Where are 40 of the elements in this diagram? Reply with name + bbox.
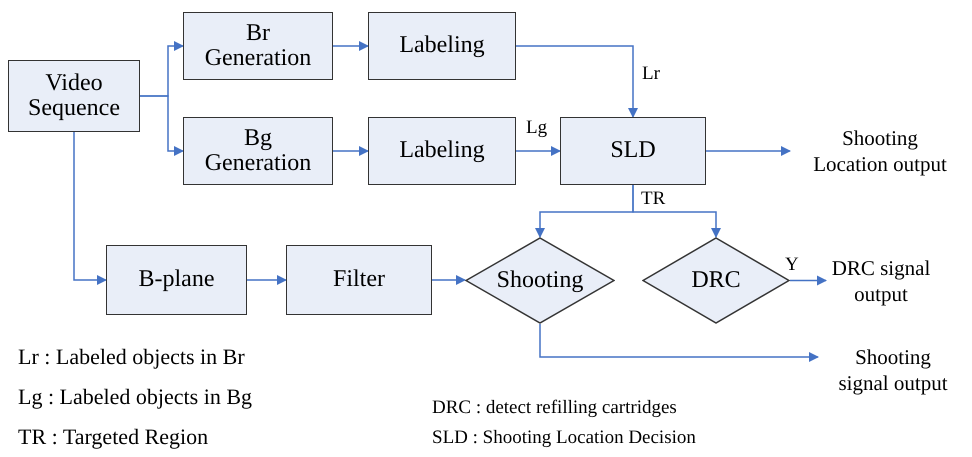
arrow	[140, 95, 184, 156]
arrow	[706, 146, 791, 156]
arrow	[790, 276, 827, 286]
process-box	[368, 117, 516, 185]
arrow	[333, 146, 369, 156]
node-label: SLD	[610, 138, 656, 164]
arrow	[516, 45, 638, 118]
node-label: DRC	[691, 268, 741, 294]
arrow	[73, 132, 107, 285]
arrow	[333, 41, 369, 51]
arrow	[432, 275, 466, 285]
process-box	[560, 117, 706, 185]
process-box	[183, 117, 333, 185]
output-label: Shooting signal output	[829, 344, 957, 396]
node-label: Bg Generation	[204, 126, 312, 176]
process-box	[106, 245, 247, 315]
arrow	[539, 324, 819, 362]
node-label: Labeling	[399, 33, 485, 59]
edge-label: Lg	[525, 118, 548, 139]
process-box	[8, 60, 140, 132]
node-label: Filter	[333, 267, 385, 293]
legend-note: SLD : Shooting Location Decision	[432, 428, 696, 449]
arrow	[632, 185, 721, 238]
output-label: Shooting Location output	[802, 124, 958, 178]
node-label: Br Generation	[204, 20, 312, 72]
node-label: Labeling	[399, 138, 485, 164]
legend-note: DRC : detect refilling cartridges	[432, 398, 677, 419]
legend-note: TR : Targeted Region	[18, 425, 208, 450]
legend-note: Lg : Labeled objects in Bg	[18, 385, 252, 410]
process-box	[286, 245, 432, 315]
decision-diamond	[465, 237, 615, 324]
legend-note: Lr : Labeled objects in Br	[18, 345, 245, 370]
output-label: DRC signal output	[826, 254, 936, 308]
arrow	[516, 146, 561, 156]
process-box	[368, 12, 516, 80]
node-label: B-plane	[138, 267, 214, 293]
node-label: Shooting	[496, 268, 584, 294]
process-box	[183, 12, 333, 80]
arrow	[247, 275, 287, 285]
node-label: Video Sequence	[27, 70, 121, 122]
